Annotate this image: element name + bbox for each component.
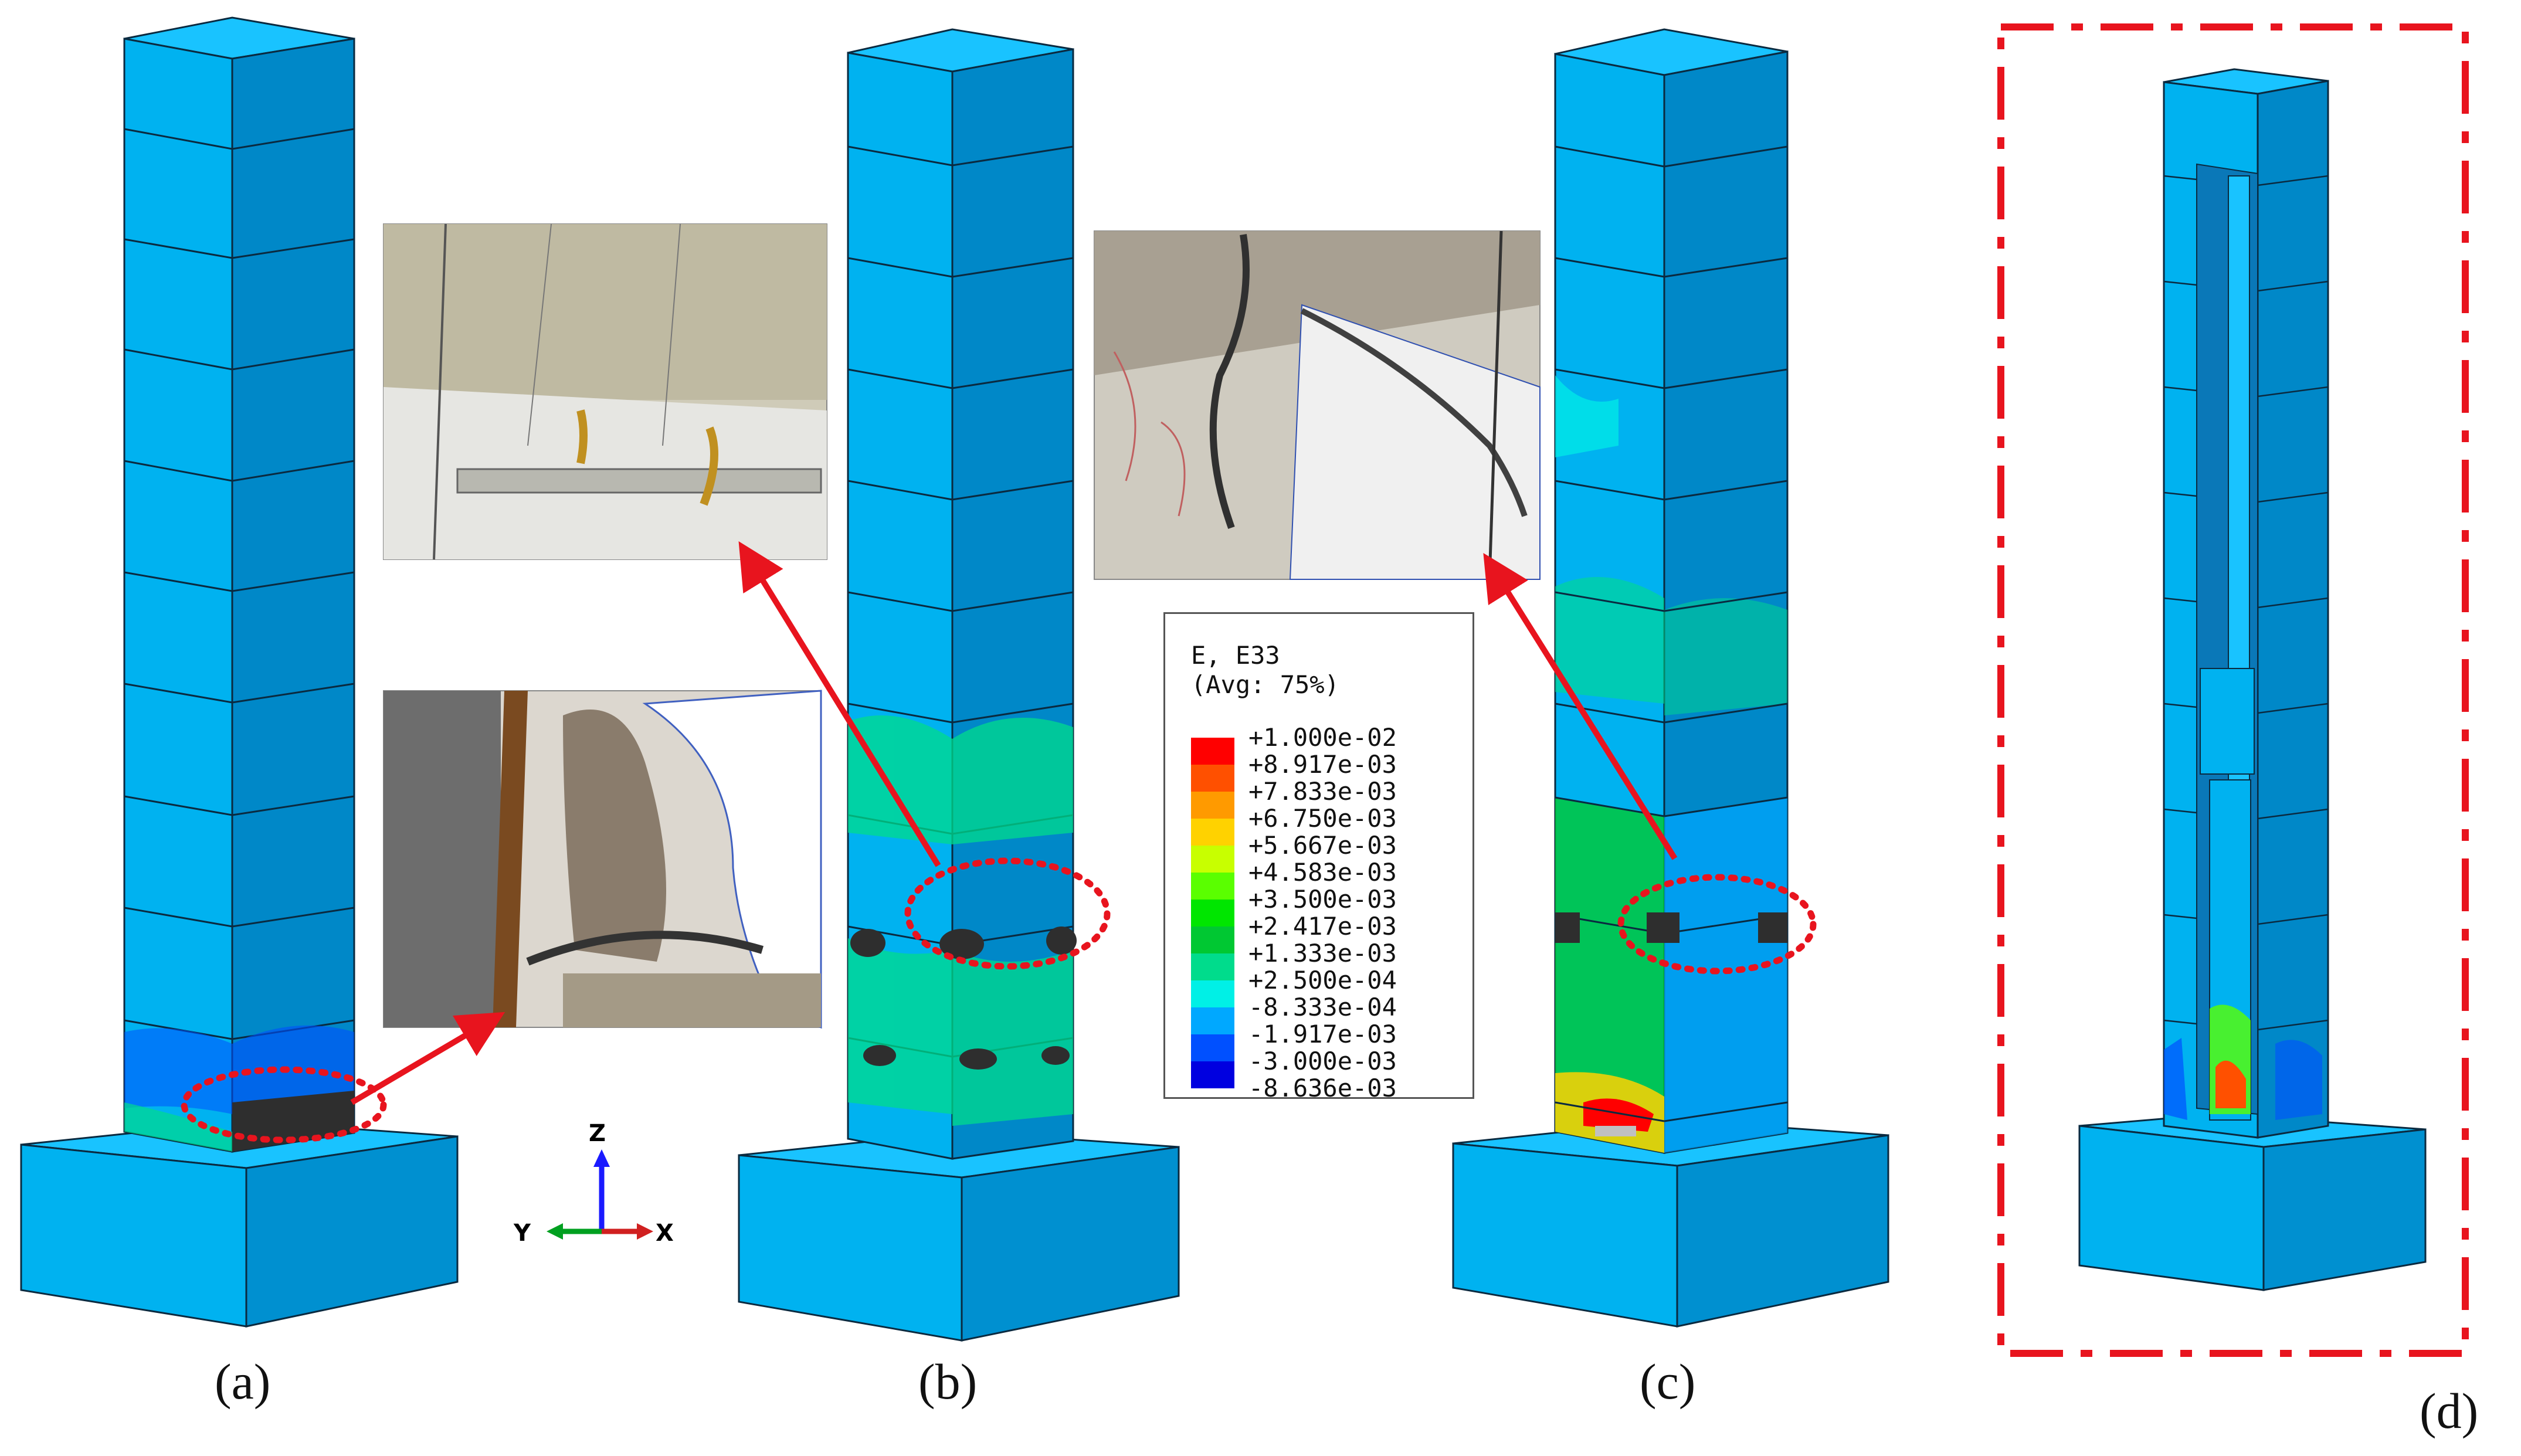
- panel-label-b: (b): [918, 1353, 978, 1410]
- legend-value: -1.917e-03: [1248, 1020, 1397, 1048]
- legend-swatch: [1191, 873, 1234, 900]
- legend-value: -3.000e-03: [1248, 1047, 1397, 1075]
- legend-swatch: [1191, 846, 1234, 873]
- legend-title-line1: E, E33: [1191, 641, 1280, 670]
- legend-value: +6.750e-03: [1248, 804, 1397, 833]
- legend-swatch: [1191, 792, 1234, 819]
- legend-swatch: [1191, 1007, 1234, 1034]
- axis-z-label: Z: [589, 1120, 606, 1147]
- photo-top-left: [383, 223, 827, 560]
- legend-value: +3.500e-03: [1248, 885, 1397, 914]
- legend-swatch: [1191, 1034, 1234, 1061]
- legend-value: +2.417e-03: [1248, 912, 1397, 941]
- panel-label-c: (c): [1640, 1353, 1696, 1410]
- panel-label-a: (a): [215, 1353, 271, 1410]
- column-c: [1452, 28, 1889, 1328]
- legend-value: +4.583e-03: [1248, 858, 1397, 887]
- panel-label-d: (d): [2420, 1383, 2479, 1439]
- column-a: [20, 16, 459, 1328]
- legend-swatch: [1191, 819, 1234, 846]
- legend-value: -8.333e-04: [1248, 993, 1397, 1021]
- legend-swatch: [1191, 765, 1234, 792]
- legend-value: +1.000e-02: [1248, 723, 1397, 752]
- photo-right: [1094, 230, 1541, 580]
- column-d: [1997, 23, 2469, 1357]
- legend-value: +7.833e-03: [1248, 777, 1397, 806]
- legend-value: +8.917e-03: [1248, 750, 1397, 779]
- axis-y-label: Y: [513, 1220, 531, 1247]
- legend-swatch: [1191, 926, 1234, 953]
- annotations: [181, 541, 1817, 1143]
- legend-value: +5.667e-03: [1248, 831, 1397, 860]
- legend-swatch: [1191, 738, 1234, 765]
- legend-value: -8.636e-03: [1248, 1074, 1397, 1102]
- legend-swatch: [1191, 1061, 1234, 1088]
- legend-swatch: [1191, 900, 1234, 926]
- legend-value: +2.500e-04: [1248, 966, 1397, 995]
- photo-bottom-left: [383, 690, 822, 1029]
- axis-x-label: X: [656, 1220, 674, 1247]
- legend-value: +1.333e-03: [1248, 939, 1397, 968]
- strain-legend: E, E33 (Avg: 75%) +1.000e-02+8.917e-03+7…: [1163, 612, 1474, 1102]
- axis-triad: Z Y X: [513, 1120, 674, 1247]
- legend-swatch: [1191, 953, 1234, 980]
- legend-title-line2: (Avg: 75%): [1191, 670, 1339, 699]
- column-b: [738, 28, 1180, 1342]
- legend-swatch: [1191, 980, 1234, 1007]
